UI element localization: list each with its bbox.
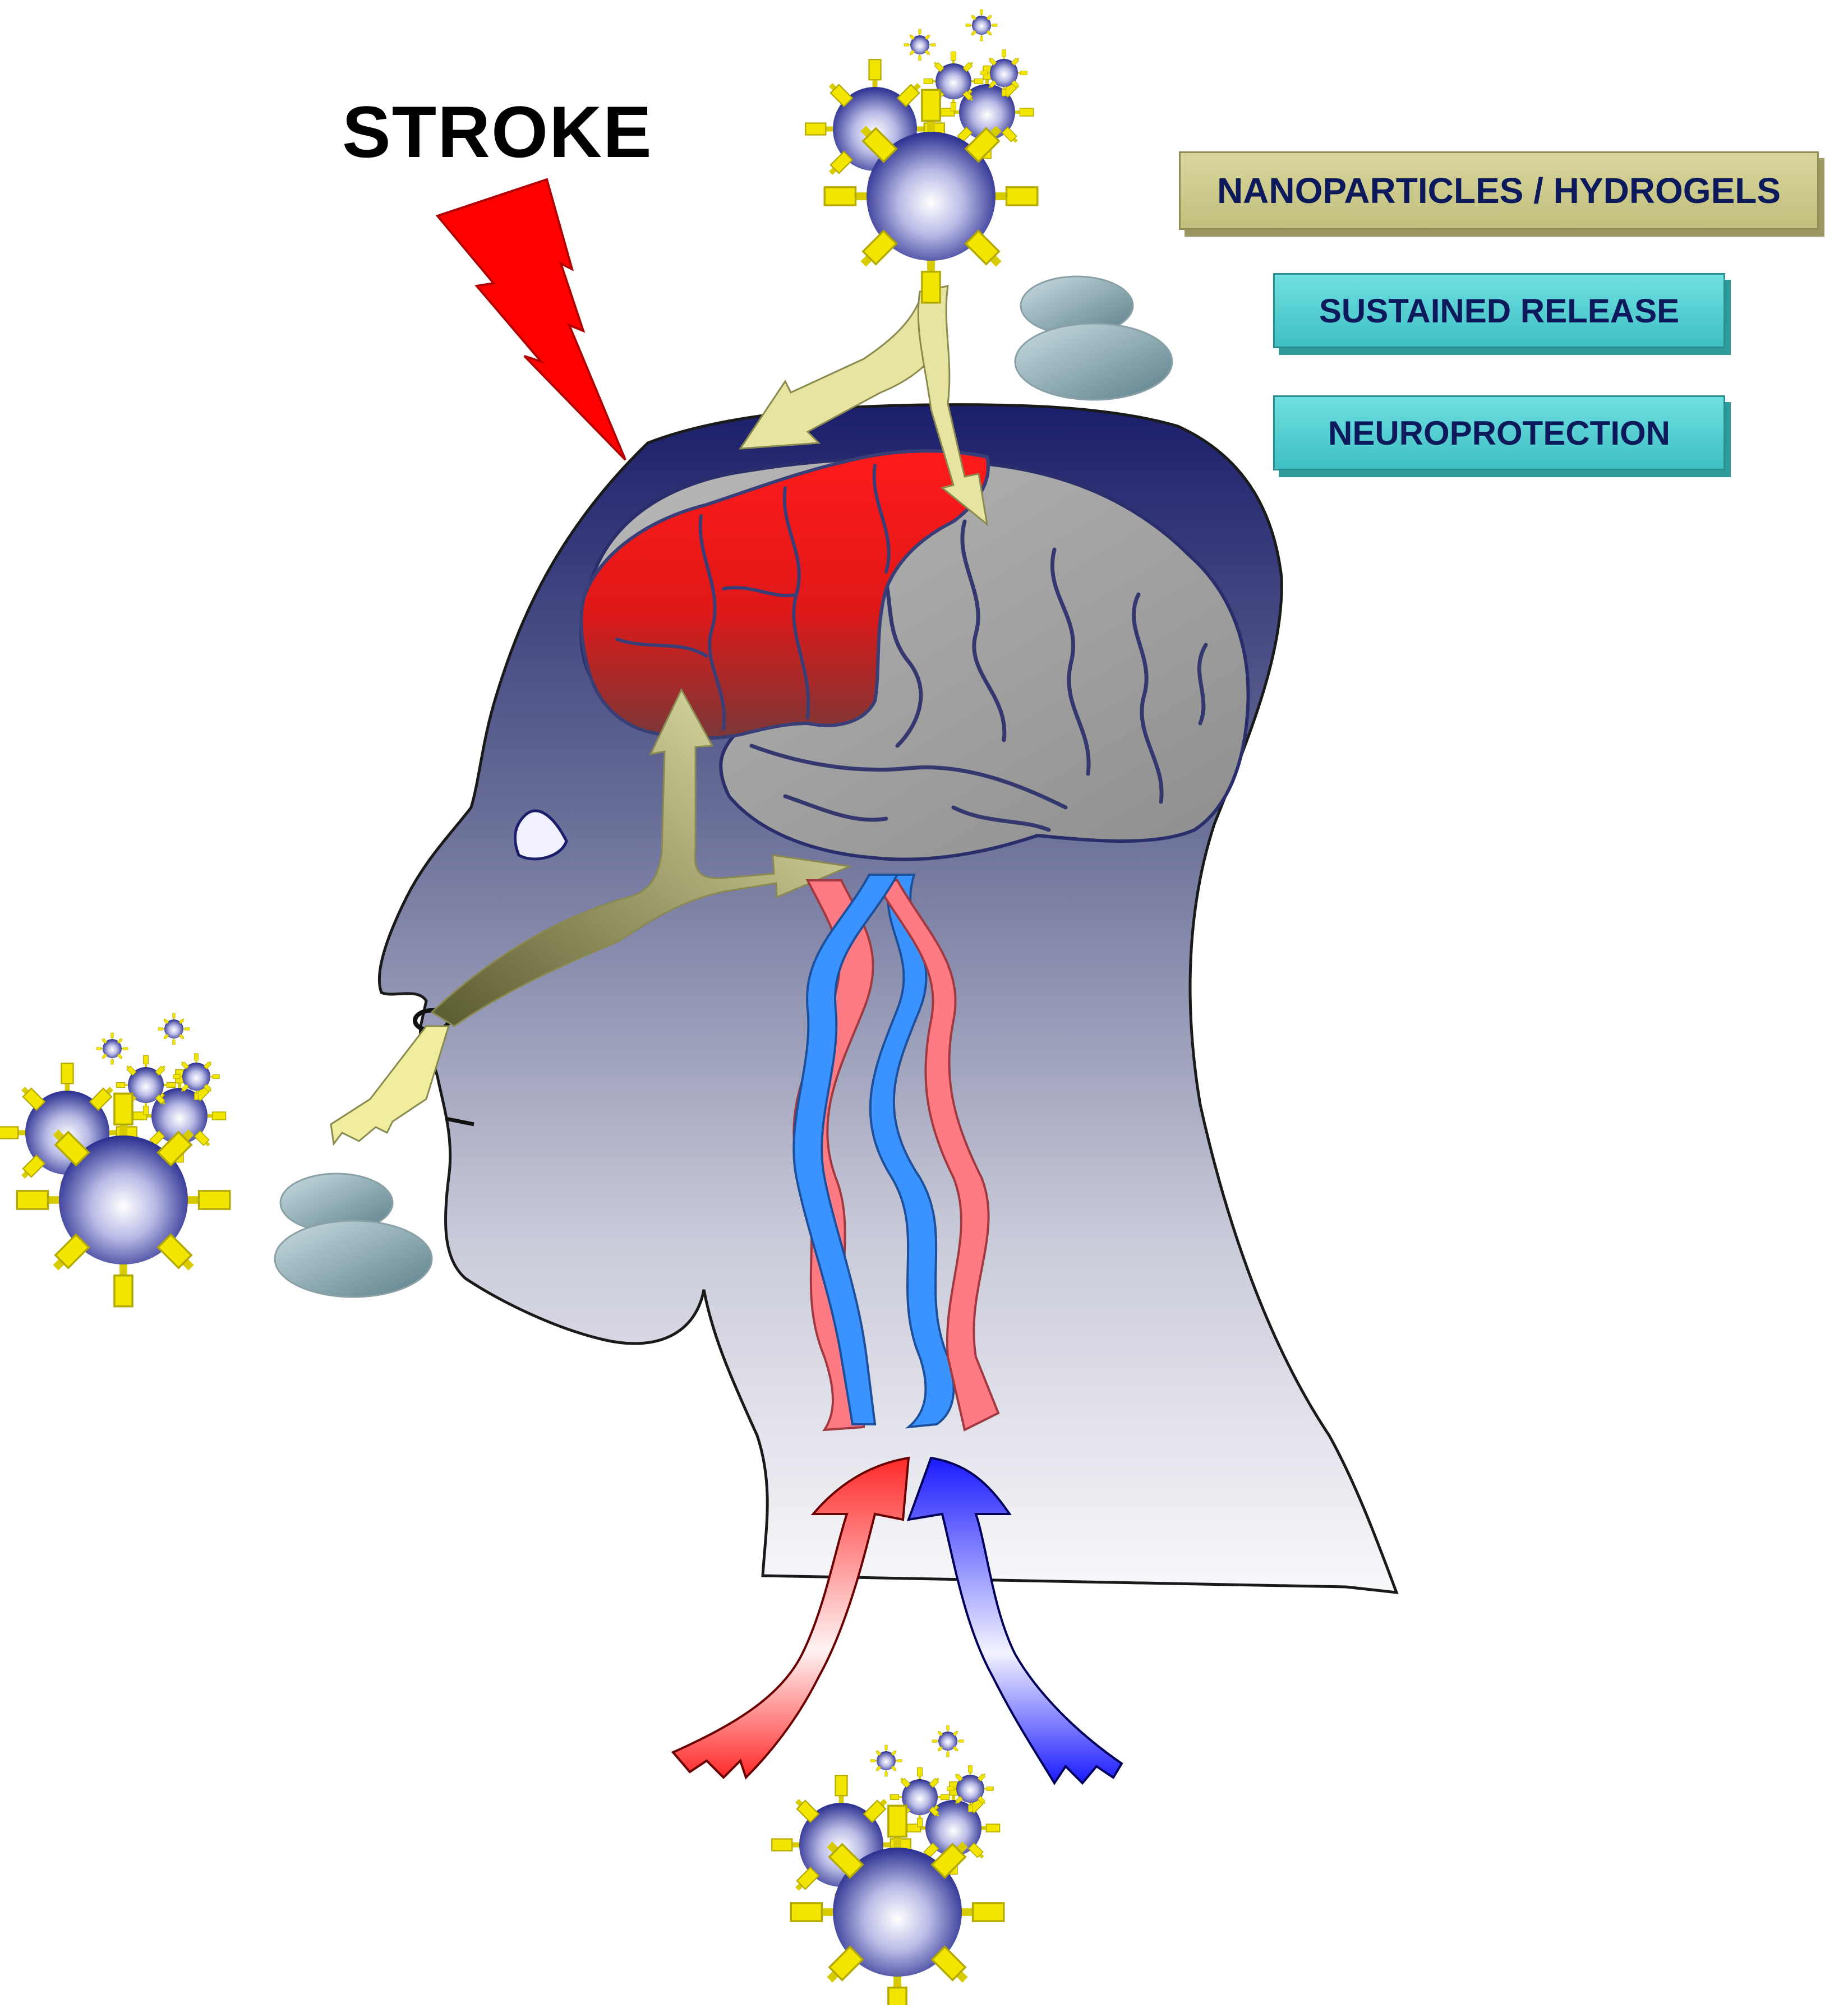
nanoparticles-hydrogels-label: NANOPARTICLES / HYDROGELS	[1179, 151, 1819, 230]
blood-vessel-icon	[792, 874, 1000, 1432]
venous-systemic-arrow	[906, 1456, 1123, 1785]
neuroprotection-label: NEUROPROTECTION	[1273, 395, 1725, 470]
hydrogel-pad-icon	[274, 1173, 433, 1298]
nanoparticle-cluster-icon	[772, 1725, 1004, 2005]
infarct-sulci	[615, 464, 891, 731]
sustained-release-label: SUSTAINED RELEASE	[1273, 273, 1725, 348]
nanoparticle-cluster-icon	[0, 1013, 230, 1307]
mouth-line	[445, 1116, 474, 1127]
lightning-icon	[435, 178, 626, 461]
hydrogel-pad-icon	[1014, 275, 1173, 401]
arterial-systemic-arrow	[671, 1456, 910, 1780]
stroke-title: STROKE	[342, 91, 653, 173]
topical-pathway-arrow	[739, 277, 989, 527]
intranasal-pathway-arrow	[330, 687, 853, 1146]
eye	[513, 809, 568, 861]
nanoparticle-cluster-icon	[805, 10, 1038, 303]
